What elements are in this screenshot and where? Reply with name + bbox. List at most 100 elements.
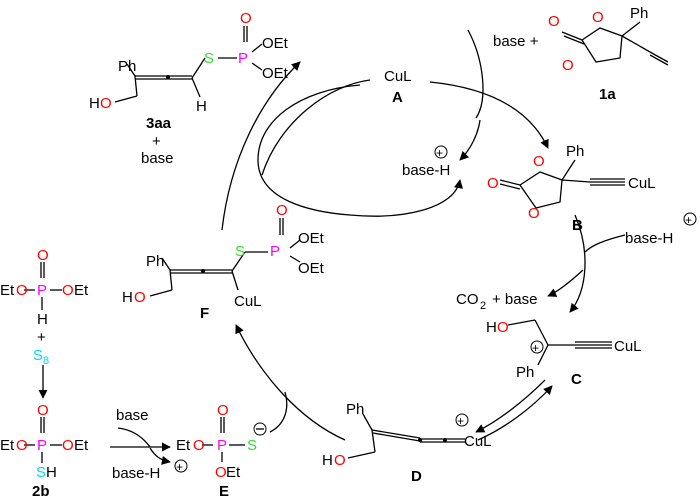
struct-C-o: O [497,319,509,336]
text-s8-sub: 8 [43,355,49,367]
2b-s: S [36,464,46,481]
label-A: A [392,89,403,106]
structure-E [202,417,245,462]
structure-1a [561,21,669,66]
struct-1a-o-ring-top: O [592,9,604,26]
struct-D-o: O [334,452,346,469]
text-3aa-plus: + [152,133,161,150]
struct-D-ph: Ph [346,401,364,418]
E-et-left: Et [176,437,191,454]
arrow-C-to-D [475,379,546,433]
label-2b: 2b [32,483,50,497]
E-et-bottom: Et [226,464,241,481]
arrow-inner-loop [257,84,464,217]
allene-dot-D2 [443,438,447,442]
cu-l-F: CuL [234,293,262,310]
phosphite-et-left: Et [0,282,15,299]
struct-D-h: H [322,452,333,469]
struct-3aa-oet-2: OEt [262,65,289,82]
phosphite-o-right: O [62,282,74,299]
2b-et-left: Et [0,437,15,454]
struct-C-h: H [486,319,497,336]
text-3aa-base: base [141,150,174,167]
cu-l-D: CuL [464,433,492,450]
struct-3aa-h: H [196,98,207,115]
text-plus-base: + base [492,291,537,308]
plus-3: + [176,460,183,474]
struct-3aa-p: P [238,50,248,67]
plus-charge-3 [174,459,188,473]
arrow-E-into-cycle [269,391,288,433]
E-s: S [247,437,257,454]
struct-F-h: H [122,289,133,306]
plus-charge-D [455,413,469,427]
text-base-h-1: base-H [402,162,450,179]
2b-h: H [46,464,57,481]
plus-charge-2 [683,212,697,226]
struct-B-o-ring-top: O [533,153,545,170]
phosphite-o-top: O [37,247,49,264]
text-plus-s8: + [37,329,46,346]
phosphite-et-right: Et [74,282,89,299]
arrow-co2-out [547,269,584,297]
plus-charge-C [530,340,544,354]
plus-1: + [436,146,443,160]
structure-F [149,218,301,297]
plus-D: + [457,414,464,428]
phosphite-p: P [37,282,47,299]
text-base-2b: base [116,407,149,424]
2b-et-right: Et [74,437,89,454]
cu-l-B: CuL [628,175,656,192]
allene-dot-D1 [418,438,422,442]
E-o-bottom: O [215,464,227,481]
struct-F-o: O [134,289,146,306]
struct-B-ph: Ph [566,143,584,160]
label-F: F [200,305,209,322]
text-base-h-2: base-H [625,230,673,247]
2b-p: P [37,437,47,454]
2b-o-top: O [37,402,49,419]
plus-charge-1 [434,145,448,159]
allene-dot-F [201,269,205,273]
struct-1a-o-carbonyl: O [548,13,560,30]
arrow-2b-to-E [110,427,171,465]
label-C: C [571,371,582,388]
struct-F-ph: Ph [146,253,164,270]
label-3aa: 3aa [146,115,172,132]
label-D: D [411,468,422,485]
structure-D [347,413,465,459]
structure-C [507,319,612,366]
struct-B-o-carbonyl: O [487,175,499,192]
arrow-base-h-in-B [584,234,626,253]
2b-o-left: O [16,437,28,454]
minus-charge-E [253,422,267,436]
struct-3aa-o-top: O [240,10,252,27]
struct-F-o-top: O [276,202,288,219]
text-s8: S [33,347,43,364]
struct-1a-ph: Ph [630,5,648,22]
arrow-base-h-release [459,119,481,161]
arrow-F-to-3aa [221,61,301,231]
arrow-A-to-B [429,81,549,149]
arrow-D-to-F [235,324,346,441]
arrow-D-to-C [477,385,553,441]
struct-C-ph: Ph [516,364,534,381]
struct-3aa-oet-1: OEt [262,35,289,52]
plus-2: + [685,213,692,227]
struct-3aa-o: O [100,95,112,112]
label-1a: 1a [599,86,616,103]
structure-2b [24,417,62,463]
struct-3aa-h-oh: H [89,95,100,112]
E-p: P [217,437,227,454]
struct-F-oet-1: OEt [298,230,325,247]
struct-B-o-ring-bottom: O [528,205,540,222]
cu-l-C: CuL [614,338,642,355]
struct-F-s: S [235,243,245,260]
label-B: B [572,217,583,234]
text-base-plus: base + [493,33,539,50]
struct-F-oet-2: OEt [298,260,325,277]
phosphite-o-left: O [16,282,28,299]
phosphite-h: H [37,311,48,328]
